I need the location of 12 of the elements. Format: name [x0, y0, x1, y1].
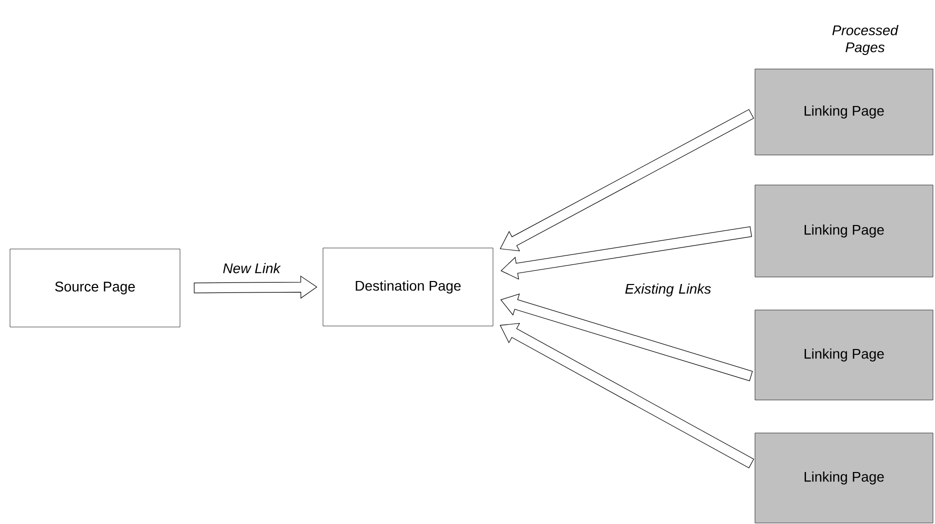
edge-label: New Link	[222, 262, 282, 274]
page-box: Linking Page	[754, 432, 934, 524]
page-box: Linking Page	[754, 310, 934, 400]
page-box: Linking Page	[754, 68, 934, 156]
group-label: Existing Links	[625, 283, 711, 297]
block-arrow	[500, 226, 752, 280]
page-box: Linking Page	[754, 184, 934, 278]
block-arrow	[194, 276, 318, 299]
process-box: Source Page	[10, 248, 180, 328]
group-label: Processed Pages	[832, 24, 898, 56]
block-arrow	[500, 293, 753, 382]
process-box: Destination Page	[322, 248, 494, 326]
